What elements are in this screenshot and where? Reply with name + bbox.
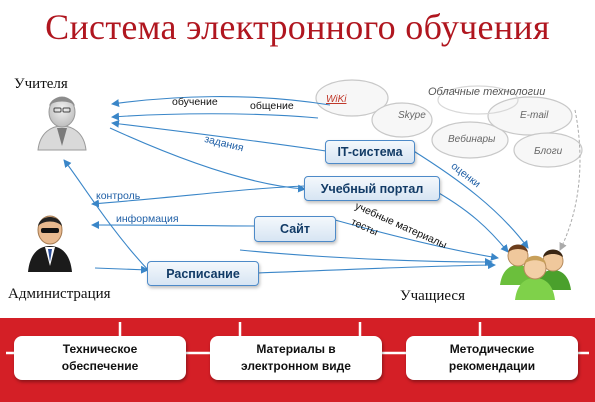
- band-item-line1: Методические: [449, 341, 535, 356]
- teacher-avatar: [37, 96, 87, 151]
- administration-label: Администрация: [8, 286, 111, 302]
- it-system-node: IT-система: [325, 140, 415, 164]
- administration-avatar: [28, 215, 72, 272]
- cloud-item-wiki: WiKi: [326, 94, 347, 105]
- cloud-item-skype: Skype: [398, 110, 426, 121]
- edge-label-training: обучение: [172, 96, 218, 108]
- page-title: Система электронного обучения: [45, 7, 550, 47]
- portal-to-students-arrow: [429, 187, 509, 253]
- edge-label-communication: общение: [250, 100, 294, 112]
- information-arrow: [91, 221, 255, 230]
- communication-arrow: [111, 112, 319, 121]
- teachers-to-portal-arrow: [109, 127, 306, 193]
- edge-label-control: контроль: [96, 190, 141, 202]
- site-node: Сайт: [254, 216, 336, 242]
- cloud-icon: [315, 79, 583, 168]
- grades-arrow: [411, 149, 529, 249]
- schedule-to-teachers-arrow: [63, 159, 151, 273]
- edge-label-information: информация: [116, 213, 179, 225]
- admin-to-schedule-arrow: [94, 265, 149, 274]
- admin-to-students-arrow: [239, 249, 493, 266]
- band-item-line2: рекомендации: [448, 359, 536, 373]
- methodical-recommendations-box: Методические рекомендации: [406, 336, 578, 380]
- cloud-header: Облачные технологии: [428, 86, 546, 98]
- cloud-item-blogs: Блоги: [534, 146, 563, 157]
- schedule-to-students-arrow: [257, 261, 496, 274]
- technical-support-box: Техническое обеспечение: [14, 336, 186, 380]
- site-to-students-arrow: [334, 219, 499, 261]
- students-avatar: [500, 244, 571, 300]
- cloud-to-students-arrow: [559, 109, 581, 251]
- cloud-item-email: E-mail: [520, 110, 549, 121]
- teachers-label: Учителя: [14, 76, 68, 92]
- students-label: Учащиеся: [400, 288, 465, 304]
- schedule-node: Расписание: [147, 261, 259, 286]
- portal-node: Учебный портал: [304, 176, 440, 201]
- band-item-line2: электронном виде: [241, 359, 351, 373]
- band-item-line2: обеспечение: [61, 359, 139, 373]
- band-item-line1: Материалы в: [256, 341, 336, 356]
- cloud-item-webinars: Вебинары: [448, 134, 496, 145]
- training-arrow: [111, 96, 331, 108]
- tasks-arrow: [111, 119, 327, 152]
- band-item-line1: Техническое: [62, 341, 138, 356]
- electronic-materials-box: Материалы в электронном виде: [210, 336, 382, 380]
